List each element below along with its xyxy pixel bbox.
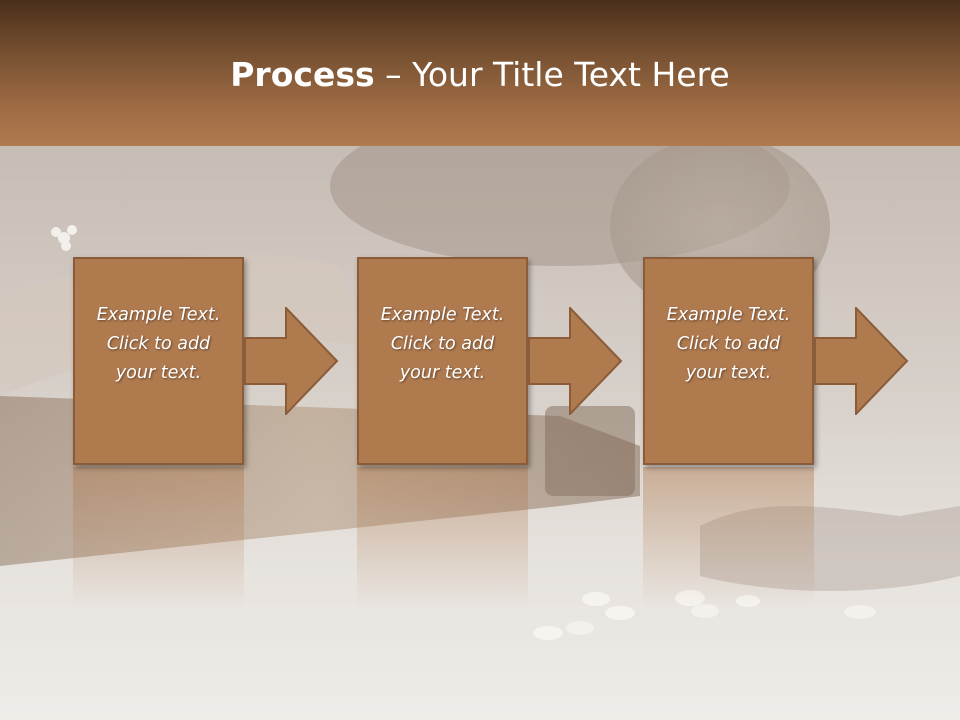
step-2-reflection [357,467,528,607]
step-3-reflection [643,467,814,607]
step-1-box[interactable]: Example Text. Click to add your text. [73,257,244,465]
step-2-box[interactable]: Example Text. Click to add your text. [357,257,528,465]
step-3-text[interactable]: Example Text. Click to add your text. [666,304,791,383]
title-band [0,0,960,146]
step-1-reflection [73,467,244,607]
title-rest: – Your Title Text Here [374,55,730,94]
step-3-box[interactable]: Example Text. Click to add your text. [643,257,814,465]
step-1-text[interactable]: Example Text. Click to add your text. [96,304,221,383]
arrow-right-icon [244,307,339,415]
arrow-right-icon [528,307,623,415]
title-bold: Process [230,55,375,94]
step-2-text[interactable]: Example Text. Click to add your text. [380,304,505,383]
slide-title[interactable]: Process – Your Title Text Here [0,48,960,102]
arrow-right-icon [814,307,909,415]
